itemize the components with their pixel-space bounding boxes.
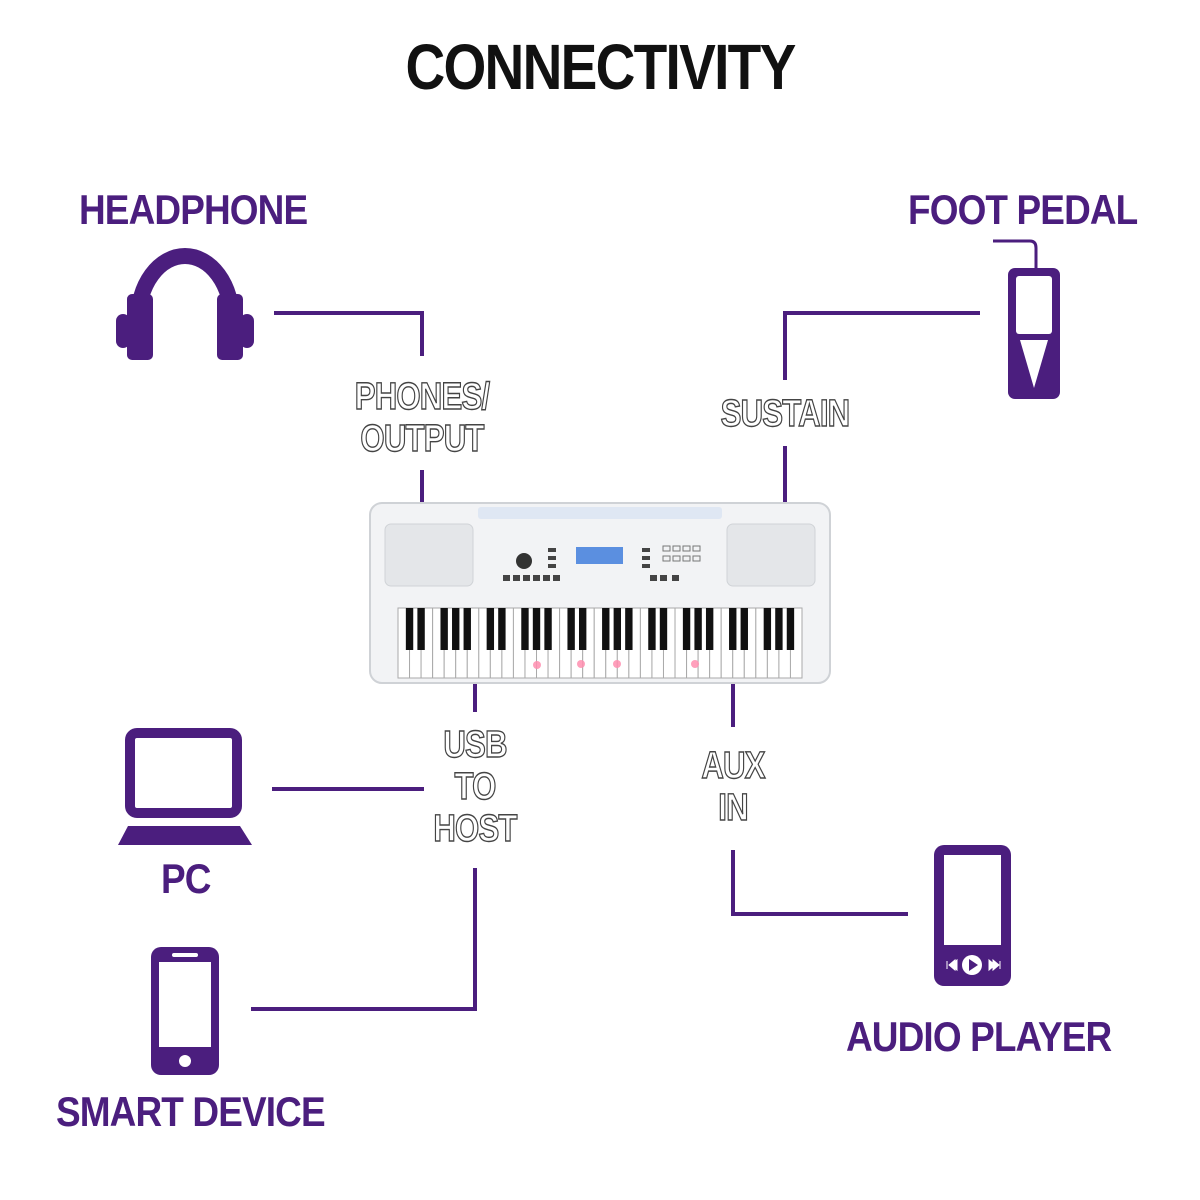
pedal-connector-line (783, 311, 980, 380)
keyboard-image (369, 502, 831, 684)
black-key (694, 608, 702, 650)
black-key (740, 608, 748, 650)
sustain-label: SUSTAIN (720, 392, 851, 435)
headphone-connector-line (274, 311, 424, 356)
smart-device-connector-line (251, 868, 477, 1011)
foot-pedal-icon (993, 239, 1060, 399)
laptop-icon (118, 728, 252, 845)
black-key (775, 608, 783, 650)
black-key (521, 608, 529, 650)
black-key (613, 608, 622, 650)
phones-label-line1: PHONES/ (354, 375, 490, 418)
black-key (463, 608, 471, 650)
black-key (786, 608, 795, 650)
audio-player-icon (934, 845, 1011, 986)
headphone-label: HEADPHONE (79, 186, 308, 233)
black-key (682, 608, 691, 650)
audio-player-connector-line (731, 850, 908, 916)
black-key (452, 608, 460, 650)
foot-pedal-label: FOOT PEDAL (908, 186, 1138, 233)
black-key (417, 608, 425, 650)
black-key (578, 608, 587, 650)
black-key (729, 608, 737, 650)
black-key (648, 608, 656, 650)
black-key (544, 608, 552, 650)
black-keys (405, 608, 795, 650)
smartphone-icon (151, 947, 219, 1075)
black-key (567, 608, 575, 650)
usb-to-host-port-label: USB TO HOST (393, 723, 557, 850)
usb-label-line3: HOST (433, 807, 518, 850)
black-key (705, 608, 714, 650)
usb-label-line2: TO (454, 765, 497, 808)
black-key (405, 608, 414, 650)
black-key (659, 608, 668, 650)
audio-player-label: AUDIO PLAYER (846, 1013, 1112, 1060)
smart-device-label: SMART DEVICE (56, 1088, 326, 1135)
headphone-icon (116, 248, 254, 360)
black-key (498, 608, 506, 650)
black-key (486, 608, 495, 650)
page-title: CONNECTIVITY (405, 31, 796, 103)
black-key (625, 608, 633, 650)
black-key (602, 608, 610, 650)
aux-label-line1: AUX (701, 744, 766, 787)
black-key (440, 608, 448, 650)
phones-output-port-label: PHONES/ OUTPUT (340, 375, 504, 460)
sustain-port-label: SUSTAIN (703, 392, 867, 435)
phones-label-line2: OUTPUT (360, 417, 485, 460)
aux-label-line2: IN (718, 786, 749, 829)
pc-label: PC (161, 855, 211, 902)
black-key (532, 608, 541, 650)
usb-label-line1: USB (443, 723, 508, 766)
black-key (763, 608, 772, 650)
aux-in-port-label: AUX IN (651, 744, 815, 829)
